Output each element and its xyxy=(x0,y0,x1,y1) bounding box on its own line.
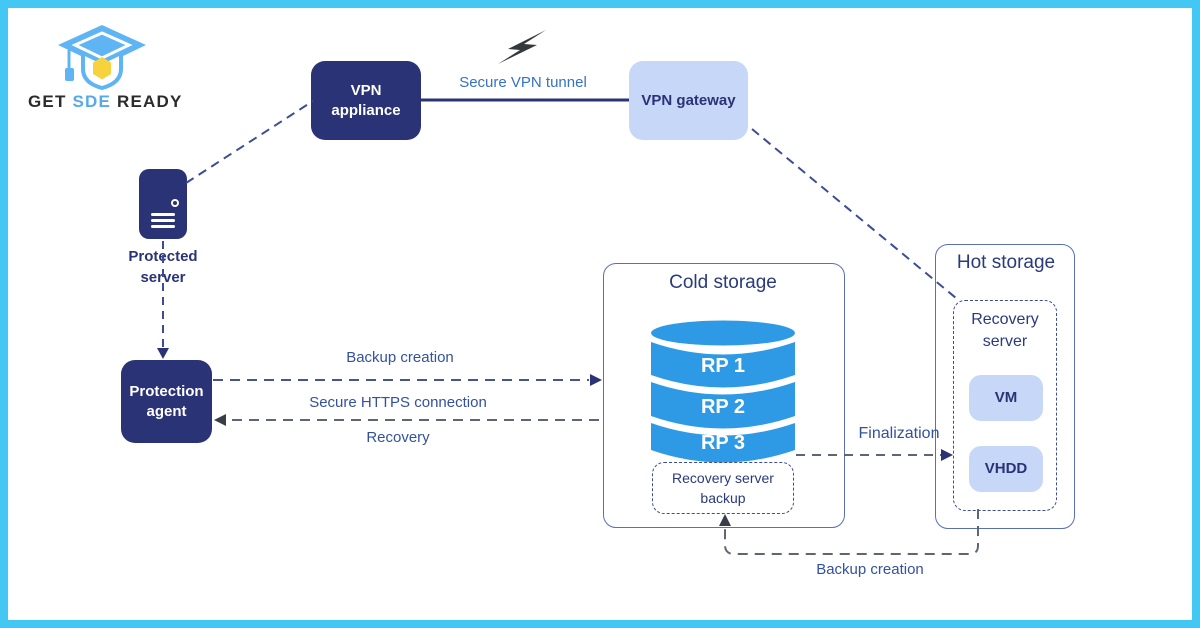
vm-node: VM xyxy=(969,375,1043,421)
protected-server-label: Protected server xyxy=(128,248,198,286)
brand-word-ready: READY xyxy=(116,92,183,111)
vpn-gateway-label: VPN gateway xyxy=(641,91,736,109)
recovery-server-backup-label: Recovery server backup xyxy=(672,470,774,507)
recovery-point-1-label: RP 1 xyxy=(700,355,746,377)
server-slot-icon xyxy=(151,219,175,222)
recovery-server-node xyxy=(953,300,1057,511)
brand-wordmark: GET SDE READY xyxy=(28,92,198,112)
vpn-appliance-node: VPN appliance xyxy=(311,61,421,140)
cold-storage-title: Cold storage xyxy=(669,272,777,293)
brand-word-get: GET xyxy=(28,92,67,111)
protected-server-icon xyxy=(139,169,187,239)
protection-agent-label: Protection agent xyxy=(129,383,204,420)
protection-agent-node: Protection agent xyxy=(121,360,212,443)
hot-storage-title: Hot storage xyxy=(956,252,1056,273)
server-slot-icon xyxy=(151,225,175,228)
vm-label: VM xyxy=(994,389,1018,407)
recovery-points-database-icon xyxy=(651,320,795,463)
vpn-gateway-node: VPN gateway xyxy=(629,61,748,140)
vhdd-label: VHDD xyxy=(984,460,1028,478)
recovery-server-backup-node: Recovery server backup xyxy=(652,462,794,514)
recovery-server-label: Recovery server xyxy=(971,311,1039,350)
server-slot-icon xyxy=(151,213,175,216)
recovery-point-3-label: RP 3 xyxy=(700,432,746,454)
brand-logo-icon xyxy=(58,25,146,90)
vhdd-node: VHDD xyxy=(969,446,1043,492)
server-led-icon xyxy=(171,199,179,207)
vpn-appliance-label: VPN appliance xyxy=(331,82,401,119)
recovery-point-2-label: RP 2 xyxy=(700,396,746,418)
brand-word-sde: SDE xyxy=(72,92,112,111)
